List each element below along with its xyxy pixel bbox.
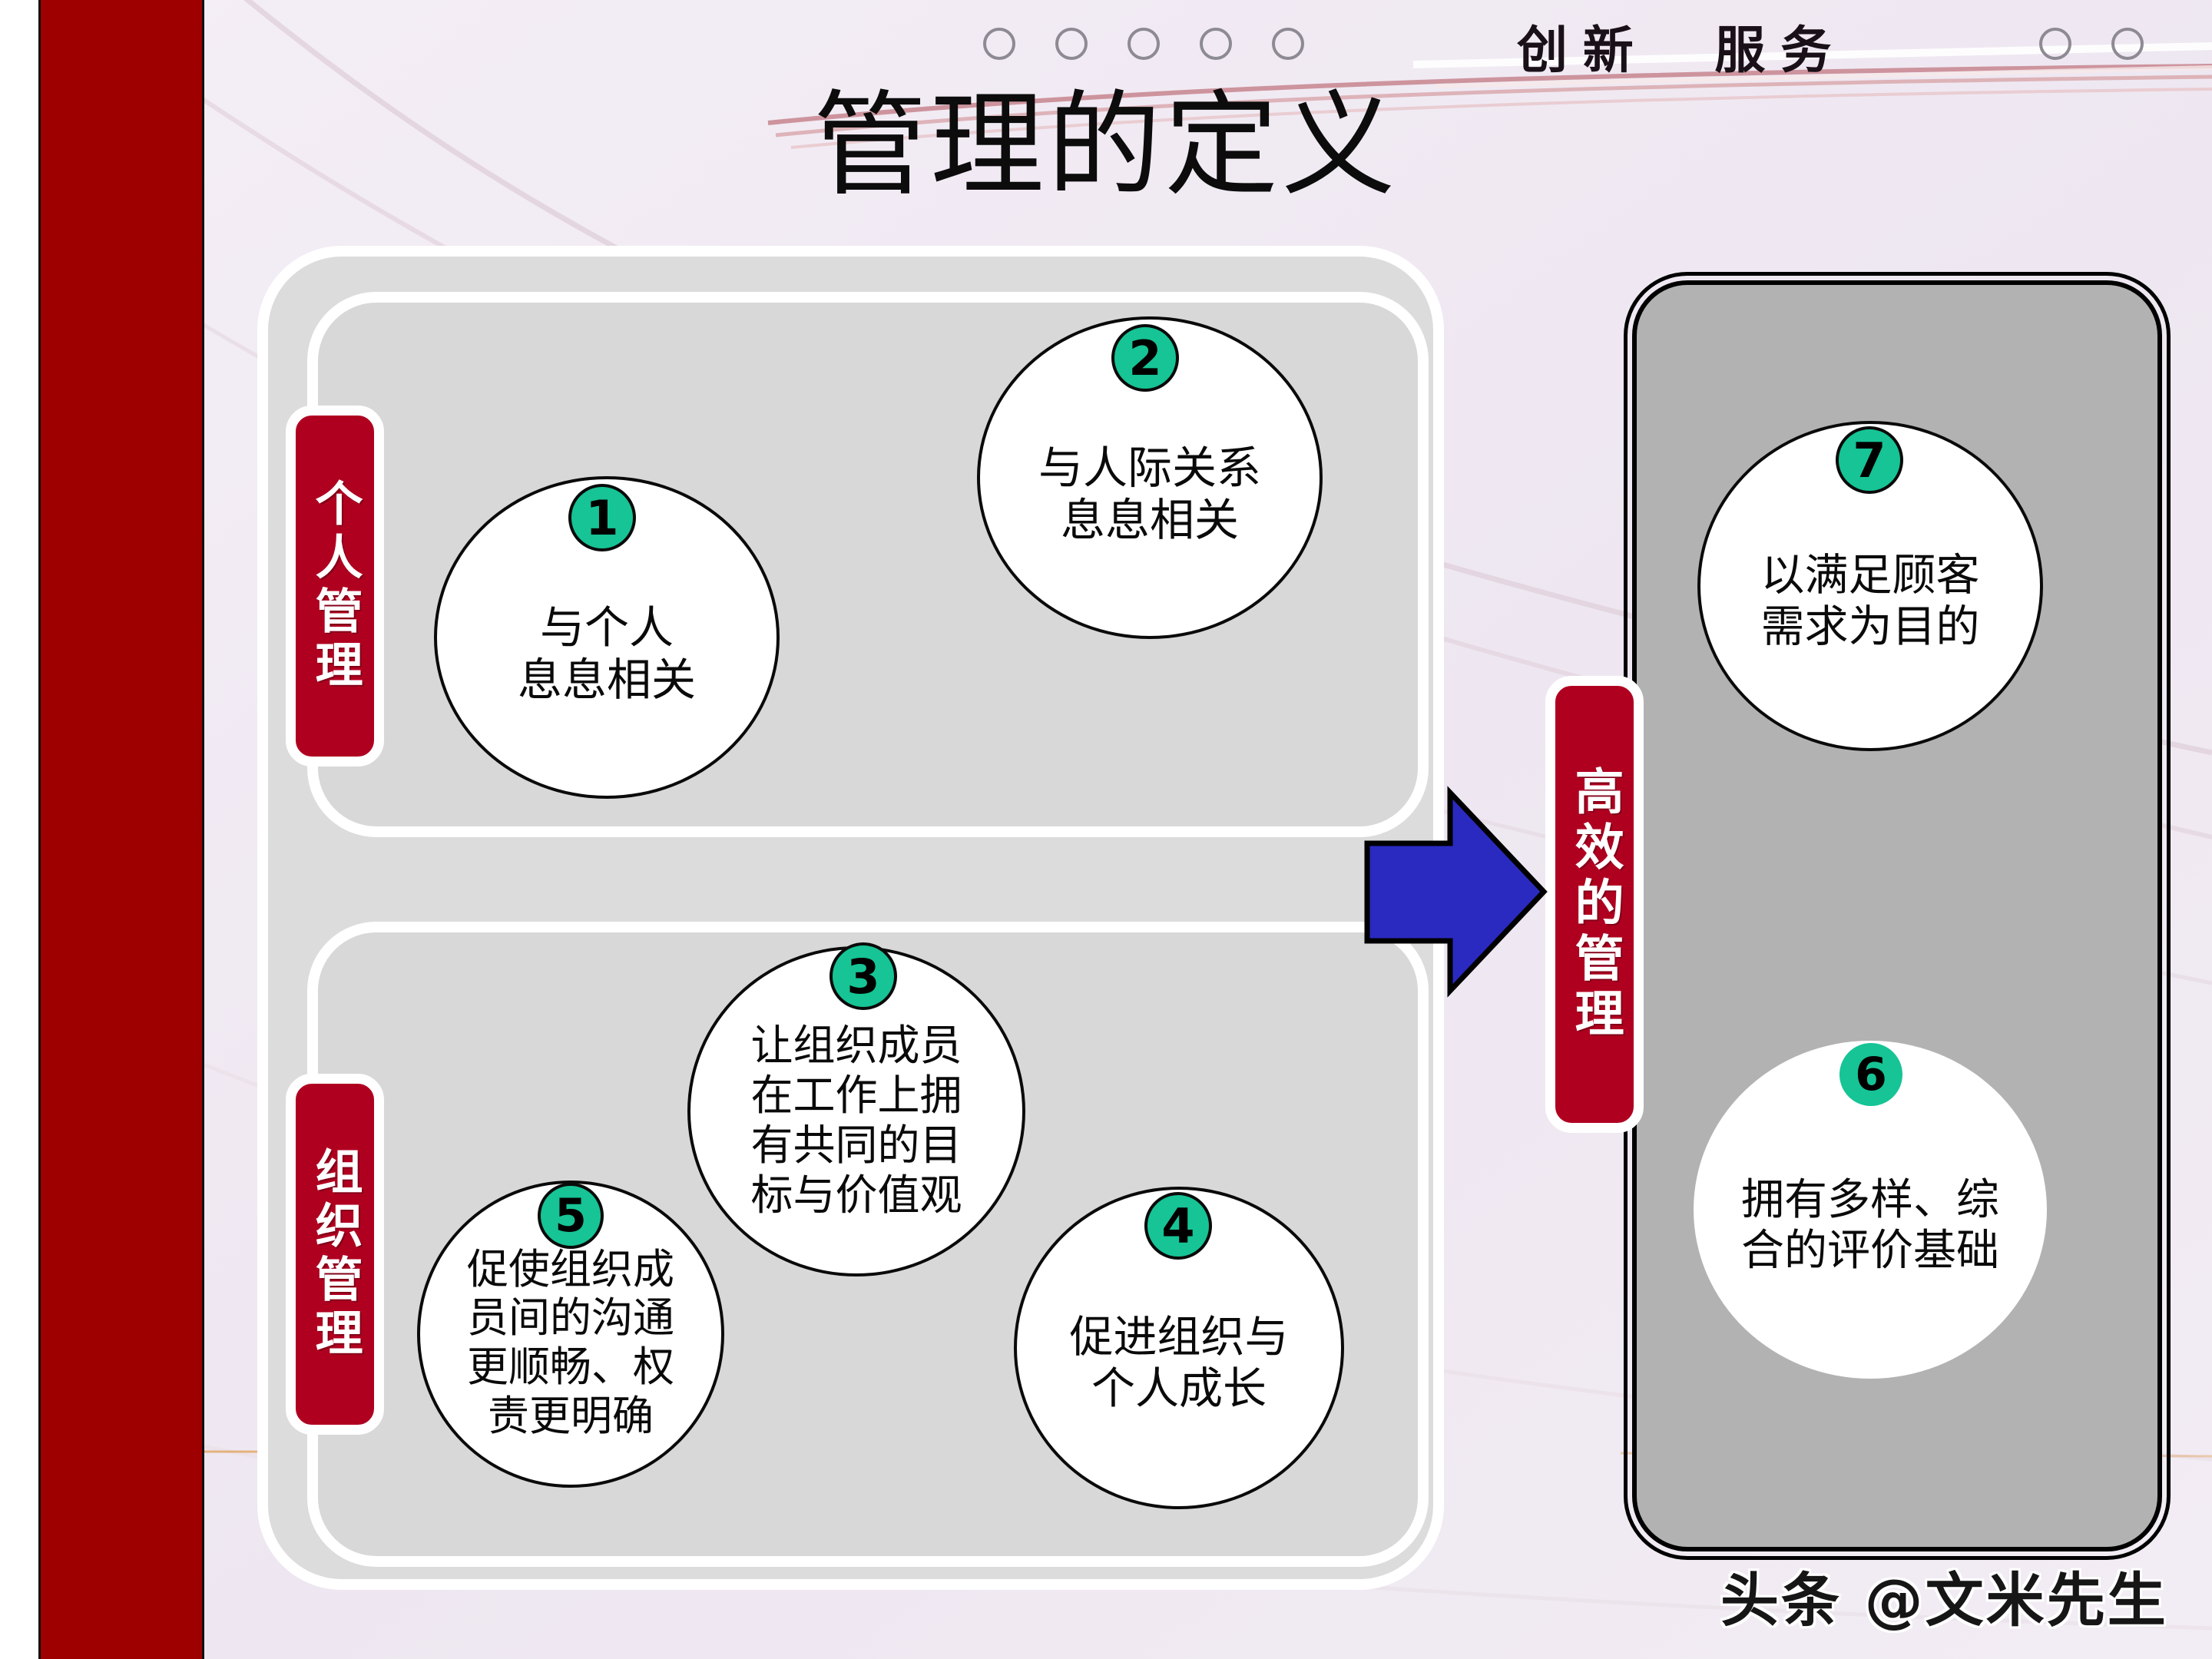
- header-circle-icon: [2039, 28, 2071, 60]
- bubble-1-number-badge: 1: [568, 484, 636, 551]
- bubble-7-number-badge: 7: [1836, 426, 1903, 494]
- header-circles-right: [2039, 28, 2144, 60]
- bubble-5-text: 促使组织成 员间的沟通 更顺畅、权 责更明确: [467, 1244, 674, 1440]
- bubble-6-number: 6: [1855, 1048, 1887, 1101]
- bubble-6-number-badge: 6: [1839, 1043, 1902, 1106]
- header-circle-icon: [2111, 28, 2144, 60]
- bubble-6-text: 拥有多样、综 合的评价基础: [1741, 1174, 1999, 1276]
- header-circle-icon: [1055, 28, 1088, 60]
- tab-efficient-management-label: 高效的管理: [1566, 765, 1624, 1044]
- bubble-7-number: 7: [1853, 432, 1886, 488]
- bubble-1-number: 1: [585, 489, 619, 546]
- bubble-3-number: 3: [846, 948, 880, 1005]
- bubble-4-number-badge: 4: [1144, 1192, 1212, 1260]
- header-circle-icon: [983, 28, 1015, 60]
- header-circle-icon: [1272, 28, 1304, 60]
- transition-arrow-icon: [1364, 786, 1548, 998]
- bubble-5-number: 5: [555, 1189, 587, 1243]
- header-circle-icon: [1128, 28, 1160, 60]
- header-slogan: 创新 服务: [1517, 21, 1846, 80]
- tab-personal-management[interactable]: 个人管理: [286, 406, 384, 767]
- bubble-3-number-badge: 3: [830, 942, 897, 1010]
- bubble-2-text: 与人际关系 息息相关: [1038, 441, 1261, 546]
- bubble-2-number-badge: 2: [1111, 324, 1179, 392]
- tab-organizational-management[interactable]: 组织管理: [286, 1074, 384, 1435]
- tab-efficient-management[interactable]: 高效的管理: [1545, 676, 1644, 1133]
- header-circle-icon: [1200, 28, 1232, 60]
- bubble-5-number-badge: 5: [538, 1183, 604, 1249]
- left-red-bar: [38, 0, 204, 1659]
- tab-personal-management-label: 个人管理: [306, 478, 363, 694]
- bubble-7-text: 以满足顾客 需求为目的: [1760, 549, 1980, 652]
- header-circles-left: [983, 28, 1304, 60]
- bubble-4-text: 促进组织与 个人成长: [1069, 1311, 1289, 1414]
- bubble-2-number: 2: [1128, 329, 1162, 386]
- watermark: 头条 @文米先生: [1720, 1566, 2168, 1634]
- page-title: 管理的定义: [813, 79, 1399, 211]
- left-white-margin: [0, 0, 38, 1659]
- bubble-3-text: 让组织成员 在工作上拥 有共同的目 标与价值观: [750, 1021, 962, 1220]
- tab-organizational-management-label: 组织管理: [306, 1146, 363, 1363]
- bubble-4-number: 4: [1161, 1197, 1195, 1254]
- bubble-1-text: 与个人 息息相关: [517, 601, 696, 706]
